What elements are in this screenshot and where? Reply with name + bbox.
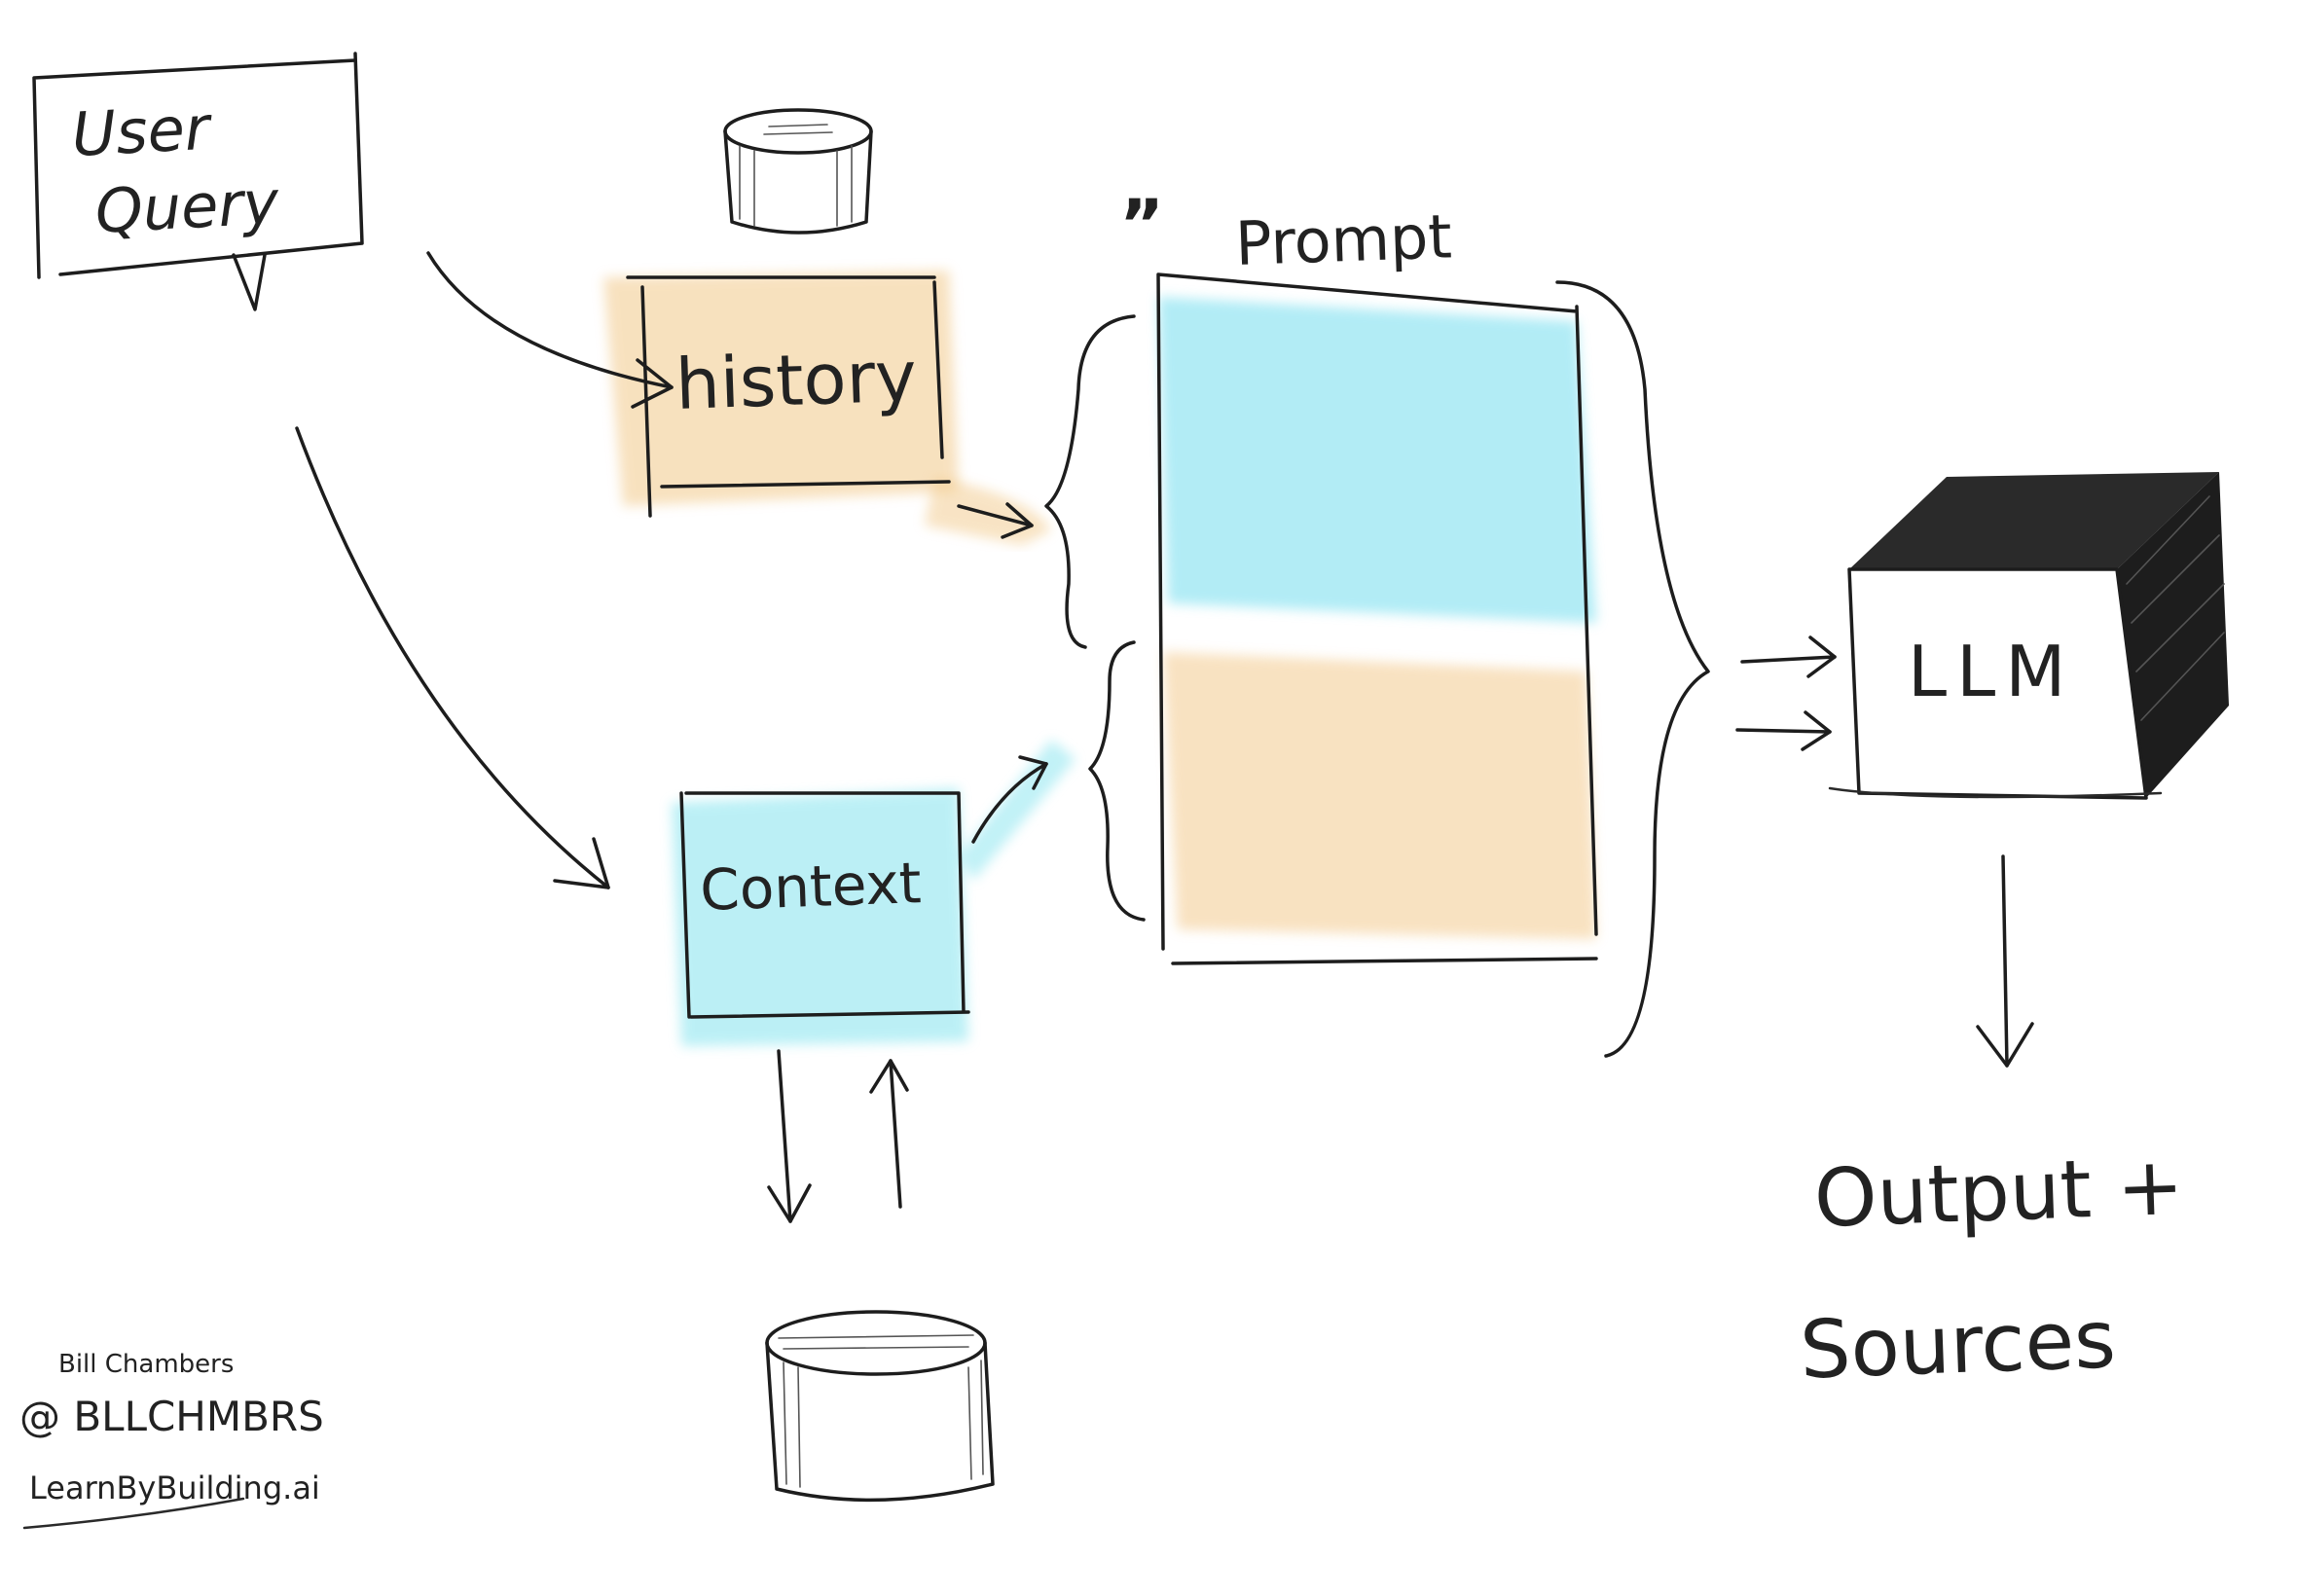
user-query-line-2: Query: [93, 166, 281, 247]
history-label: history: [675, 335, 918, 425]
prompt-label: Prompt: [1234, 200, 1453, 279]
arrow-prompt-to-llm-1: [1740, 635, 1837, 678]
arrow-prompt-to-llm-2: [1735, 710, 1832, 751]
context-brace: [1088, 640, 1146, 922]
arrow-database-to-context: [869, 1059, 909, 1209]
output-line-2: Sources: [1799, 1293, 2117, 1396]
credits: Bill Chambers @ BLLCHMBRS LearnByBuildin…: [19, 1350, 324, 1530]
user-query-line-1: User: [70, 91, 214, 169]
history-database-icon: [723, 108, 873, 235]
arrow-llm-to-output: [1976, 854, 2034, 1068]
arrow-history-to-brace: [957, 502, 1034, 539]
output-label: Output + Sources: [1793, 1140, 2215, 1397]
context-database-icon: [765, 1310, 995, 1503]
arrow-query-to-history: [426, 251, 674, 409]
arrow-context-to-database: [767, 1049, 812, 1223]
history-brace: [1044, 314, 1136, 649]
llm-node: LLM: [1828, 472, 2229, 800]
prompt-quote-mark: ”: [1119, 185, 1164, 265]
arrow-context-to-brace: [971, 755, 1048, 844]
prompt-node: ” Prompt: [1119, 185, 1598, 965]
output-node: Output + Sources: [1793, 1140, 2215, 1397]
context-label: Context: [699, 850, 922, 924]
llm-label: LLM: [1908, 631, 2075, 712]
user-query-label: User Query: [70, 89, 281, 248]
user-query-node: User Query: [32, 52, 364, 311]
credit-handle: @ BLLCHMBRS: [19, 1393, 324, 1440]
prompt-llm-brace: [1555, 280, 1710, 1058]
arrow-query-to-context: [295, 426, 610, 889]
output-line-1: Output +: [1812, 1141, 2185, 1246]
credit-site: LearnByBuilding.ai: [29, 1469, 320, 1506]
history-node: history: [603, 271, 1051, 545]
context-node: Context: [672, 740, 1076, 1046]
credit-name: Bill Chambers: [58, 1350, 234, 1379]
